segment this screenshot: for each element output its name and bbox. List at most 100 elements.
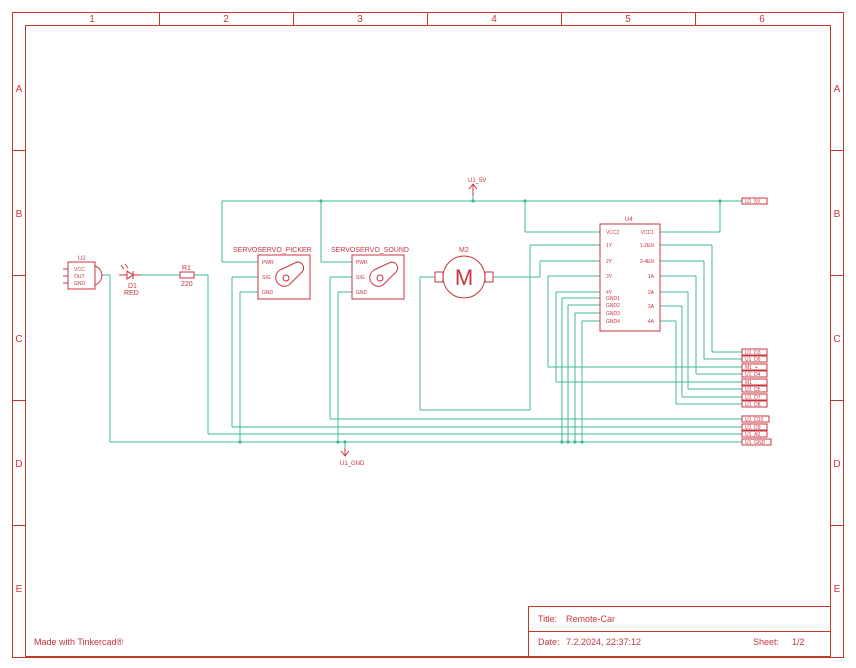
u4-pin-vcc1: VCC1 xyxy=(641,230,655,236)
net-label-u1-d10: U1_D10 xyxy=(741,415,770,423)
svg-text:U1_D3: U1_D3 xyxy=(745,350,761,356)
title-block: Title: Remote-Car Date: 7.2.2024, 22:37:… xyxy=(528,606,831,657)
u4-ref: U4 xyxy=(625,217,633,223)
u2-component: U2 VCC OUT GND xyxy=(63,256,103,290)
gnd-label: U1_GND xyxy=(340,461,365,467)
u2-pin-out: OUT xyxy=(74,274,85,280)
net-label-u1-d9: U1_D9 xyxy=(741,423,768,431)
d1-led: D1 RED xyxy=(119,263,141,297)
d1-value: RED xyxy=(124,290,139,297)
gnd-symbol: U1_GND xyxy=(340,448,365,467)
sheet-value: 1/2 xyxy=(792,637,805,647)
u4-pin-34en: 3-4EN xyxy=(640,259,655,265)
svg-text:U1_A0: U1_A0 xyxy=(745,432,761,438)
u4-pin-1y: 1Y xyxy=(606,243,613,249)
row-label-c-right: C xyxy=(833,334,840,345)
row-label-b-left: B xyxy=(16,209,23,220)
u4-pin-3a: 3A xyxy=(648,304,655,310)
r1-ref: R1 xyxy=(182,265,191,272)
servo-sound-component: SERVOSERVO_SOUND PWR SIG GND xyxy=(331,247,409,300)
u4-pin-2y: 2Y xyxy=(606,259,613,265)
u4-pin-12en: 1-2EN xyxy=(640,243,655,249)
servo-picker-pin-sig: SIG xyxy=(262,275,271,281)
row-label-b-right: B xyxy=(834,209,841,220)
servo-sound-name: SERVOSERVO_SOUND xyxy=(331,247,409,254)
svg-text:M1_+: M1_+ xyxy=(745,365,758,371)
u4-pin-2a: 2A xyxy=(648,290,655,296)
m2-ref: M2 xyxy=(459,247,469,254)
col-label-4: 4 xyxy=(491,14,497,25)
net-label-u1-gnd: U1_GND xyxy=(741,438,772,446)
servo-sound-horn-icon xyxy=(369,261,398,287)
row-label-d-right: D xyxy=(833,459,840,470)
title-value: Remote-Car xyxy=(566,614,615,624)
m2-motor: M2 M xyxy=(434,247,494,299)
svg-text:U1_D7: U1_D7 xyxy=(745,395,761,401)
net-label-u1-d6: U1_D6 xyxy=(741,355,768,363)
col-label-2: 2 xyxy=(223,14,229,25)
u4-pin-4y: 4Y xyxy=(606,290,613,296)
servo-picker-pin-pwr: PWR xyxy=(262,260,274,266)
servo-picker-component: SERVOSERVO_PICKER PWR SIG GND xyxy=(233,247,312,300)
col-label-1: 1 xyxy=(89,14,95,25)
wires xyxy=(102,190,742,452)
row-label-a-left: A xyxy=(16,84,23,95)
svg-text:U1_5V: U1_5V xyxy=(745,199,761,205)
col-label-5: 5 xyxy=(625,14,631,25)
net-label-u1-5v: U1_5V xyxy=(741,197,768,205)
col-label-3: 3 xyxy=(357,14,363,25)
servo-picker-name: SERVOSERVO_PICKER xyxy=(233,247,312,254)
svg-text:U1_GND: U1_GND xyxy=(745,440,766,446)
row-label-e-left: E xyxy=(16,584,23,595)
made-with-tinkercad: Made with Tinkercad® xyxy=(34,637,124,647)
vcc-symbol: U1_5V xyxy=(468,178,486,196)
sheet-label: Sheet: xyxy=(753,637,779,647)
col-label-6: 6 xyxy=(759,14,765,25)
svg-text:U1_D4: U1_D4 xyxy=(745,372,761,378)
sheet-outer-border xyxy=(12,12,844,658)
u4-pin-1a: 1A xyxy=(648,274,655,280)
svg-text:U1_D8: U1_D8 xyxy=(745,402,761,408)
r1-value: 220 xyxy=(181,281,193,288)
net-label-u1-d8: U1_D8 xyxy=(741,400,768,408)
junctions xyxy=(238,199,722,444)
net-label-u1-d3: U1_D3 xyxy=(741,348,768,356)
servo-picker-pin-gnd: GND xyxy=(262,290,274,296)
net-label-u1-d4: U1_D4 xyxy=(741,370,768,378)
svg-text:U1_D10: U1_D10 xyxy=(745,417,764,423)
u4-pin-3y: 3Y xyxy=(606,274,613,280)
date-value: 7.2.2024, 22:37:12 xyxy=(566,637,641,647)
net-label-m1-plus: M1_+ xyxy=(741,363,768,371)
row-label-c-left: C xyxy=(15,334,22,345)
row-label-e-right: E xyxy=(834,584,841,595)
date-label: Date: xyxy=(538,637,560,647)
svg-text:U1_D9: U1_D9 xyxy=(745,425,761,431)
servo-sound-pin-sig: SIG xyxy=(356,275,365,281)
title-label: Title: xyxy=(538,614,557,624)
u4-pin-gnd4: GND4 xyxy=(606,319,620,325)
sheet-inner-border xyxy=(25,25,831,657)
u4-pin-vcc2: VCC2 xyxy=(606,230,620,236)
u2-ref: U2 xyxy=(78,256,86,262)
d1-ref: D1 xyxy=(128,283,137,290)
vcc-label: U1_5V xyxy=(468,178,486,184)
net-label-m1-minus: M1_- xyxy=(741,378,768,386)
servo-picker-horn-icon xyxy=(275,261,304,287)
servo-sound-pin-pwr: PWR xyxy=(356,260,368,266)
row-label-a-right: A xyxy=(834,84,841,95)
u4-pin-gnd2: GND2 xyxy=(606,303,620,309)
u4-pin-4a: 4A xyxy=(648,319,655,325)
net-label-u1-d7: U1_D7 xyxy=(741,393,768,401)
u4-component: U4 VCC2 1Y 2Y 3Y 4Y GND1 GND2 GND3 GND4 … xyxy=(599,217,661,332)
row-dividers xyxy=(12,150,844,526)
svg-text:M1_-: M1_- xyxy=(745,380,757,386)
u4-pin-gnd3: GND3 xyxy=(606,311,620,317)
r1-resistor: R1 220 xyxy=(179,265,195,288)
net-label-u1-d5: U1_D5 xyxy=(741,385,768,393)
column-dividers xyxy=(159,12,696,26)
servo-sound-pin-gnd: GND xyxy=(356,290,368,296)
u2-pin-vcc: VCC xyxy=(74,267,85,273)
svg-text:U1_D6: U1_D6 xyxy=(745,357,761,363)
m2-symbol: M xyxy=(455,265,473,290)
